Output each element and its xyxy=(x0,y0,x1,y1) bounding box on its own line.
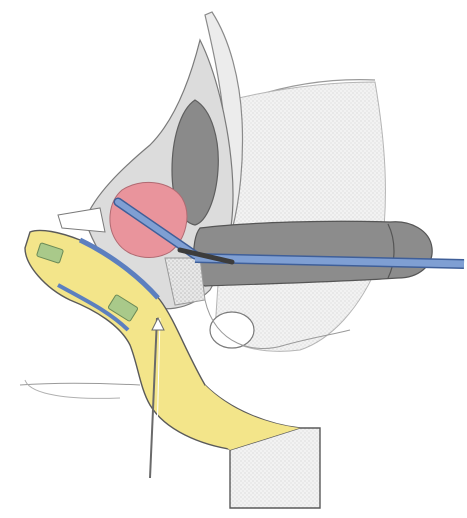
penis-shaft xyxy=(194,221,432,286)
body-outline-lower xyxy=(20,383,140,385)
pubic-tissue xyxy=(58,208,105,232)
testis xyxy=(210,312,254,348)
